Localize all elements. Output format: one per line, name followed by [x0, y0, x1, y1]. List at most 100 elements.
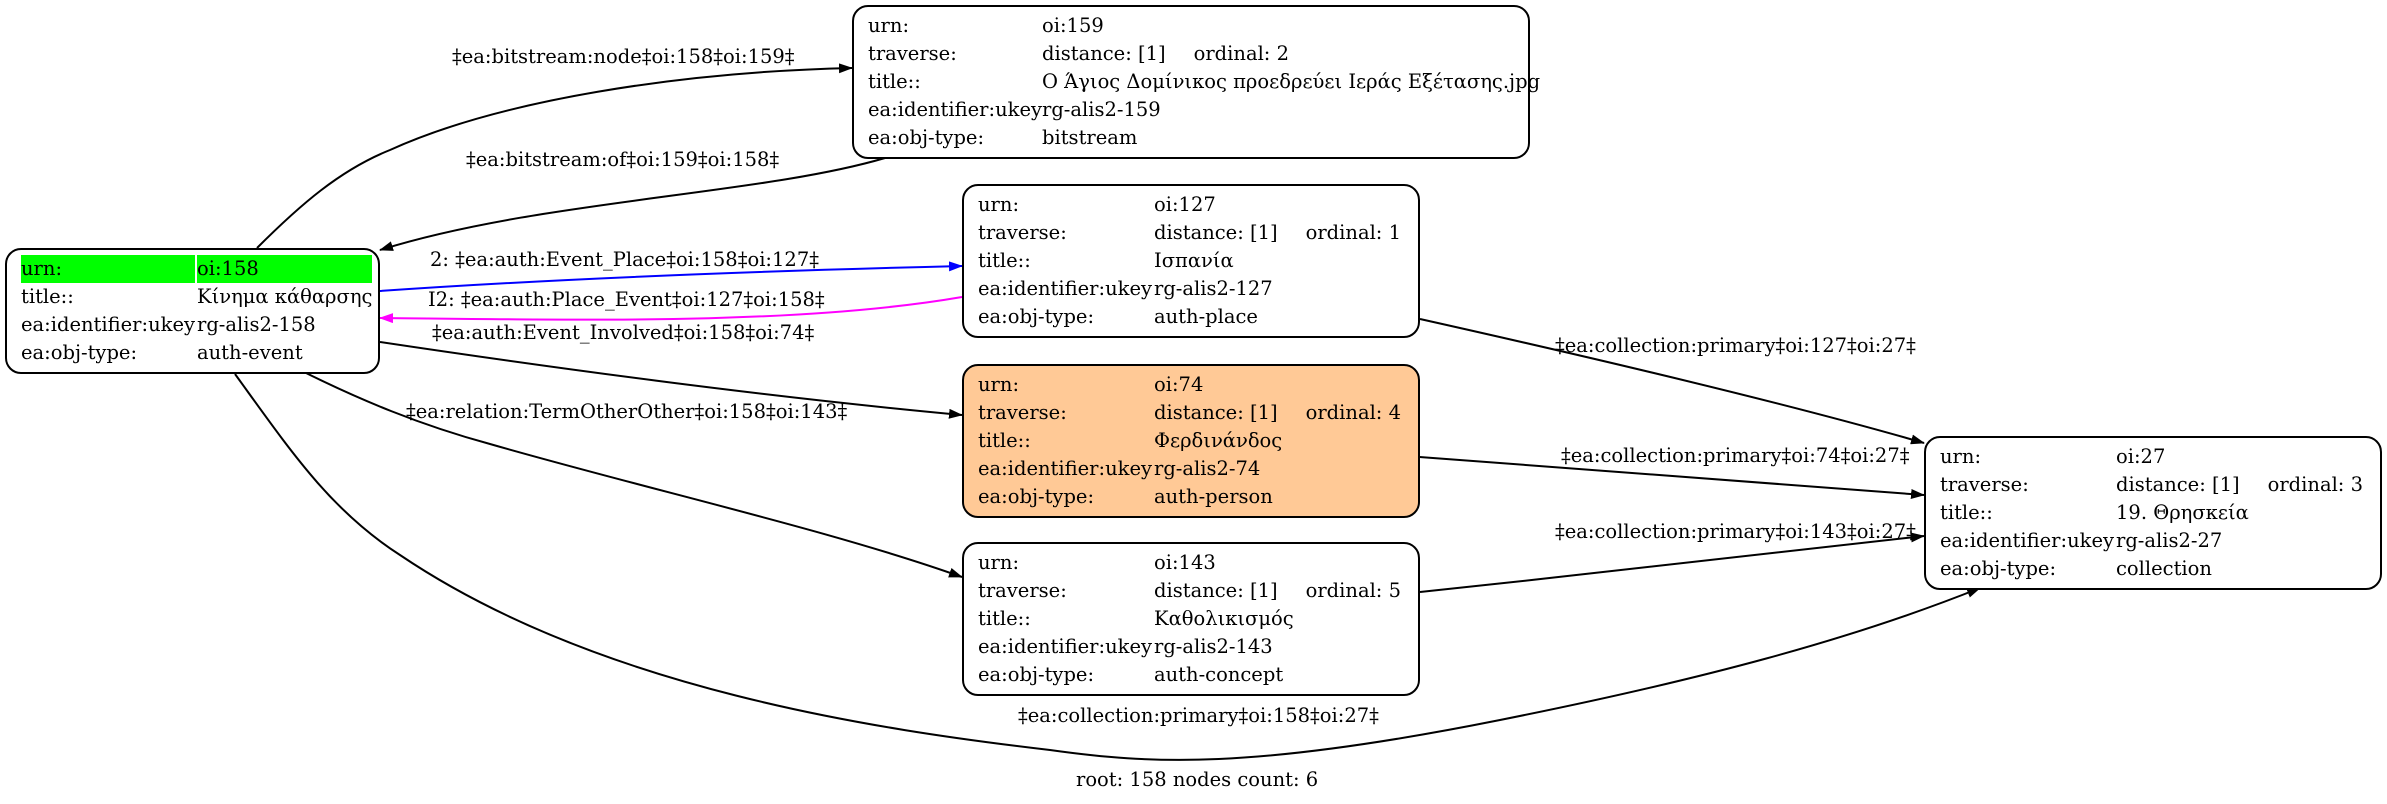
- node-oi-27[interactable]: urn: oi:27 traverse: distance: [1] ordin…: [1924, 436, 2382, 590]
- row-key: ea:identifier:ukey: [978, 457, 1152, 480]
- node-row-obj-type: ea:obj-type: collection: [1940, 555, 2368, 583]
- node-row-urn: urn: oi:74: [978, 371, 1406, 399]
- row-value: auth-place: [1154, 305, 1258, 328]
- node-row-urn: urn: oi:158: [21, 255, 372, 283]
- row-key: ea:obj-type:: [978, 305, 1095, 328]
- edge-bitstream-of: [379, 157, 886, 251]
- row-ordinal: ordinal: 1: [1305, 221, 1401, 244]
- row-value: distance: [1]: [2116, 473, 2240, 496]
- row-value: rg-alis2-159: [1042, 98, 1161, 121]
- row-key: ea:identifier:ukey: [868, 98, 1042, 121]
- row-ordinal: ordinal: 5: [1305, 579, 1401, 602]
- row-key: urn:: [978, 193, 1020, 216]
- node-row-ukey: ea:identifier:ukey rg-alis2-127: [978, 275, 1406, 303]
- row-ordinal: ordinal: 2: [1193, 42, 1289, 65]
- row-key: urn:: [978, 373, 1020, 396]
- row-key: title::: [1940, 501, 1993, 524]
- edge-place-event: [379, 296, 963, 324]
- row-ordinal: ordinal: 3: [2267, 473, 2363, 496]
- node-row-urn: urn: oi:159: [868, 12, 1516, 40]
- row-key: ea:obj-type:: [868, 126, 985, 149]
- edge-label-event-involved: ‡ea:auth:Event_Involved‡oi:158‡oi:74‡: [432, 321, 815, 344]
- row-value: Καθολικισμός: [1154, 607, 1294, 630]
- edge-event-involved: [379, 341, 963, 419]
- node-oi-158[interactable]: urn: oi:158 title:: Κίνημα κάθαρσης ea:i…: [5, 248, 380, 374]
- node-row-traverse: traverse: distance: [1] ordinal: 1: [978, 219, 1406, 247]
- row-value: oi:159: [1042, 14, 1104, 37]
- graph-footer: root: 158 nodes count: 6: [1076, 768, 1319, 791]
- row-key: ea:obj-type:: [978, 485, 1095, 508]
- row-key: urn:: [1940, 445, 1982, 468]
- edge-label-event-place: 2: ‡ea:auth:Event_Place‡oi:158‡oi:127‡: [430, 248, 819, 271]
- node-row-obj-type: ea:obj-type: bitstream: [868, 124, 1516, 152]
- row-value: oi:27: [2116, 445, 2166, 468]
- node-row-ukey: ea:identifier:ukey rg-alis2-74: [978, 455, 1406, 483]
- row-value: distance: [1]: [1042, 42, 1166, 65]
- node-oi-159[interactable]: urn: oi:159 traverse: distance: [1] ordi…: [852, 5, 1540, 159]
- node-oi-143[interactable]: urn: oi:143 traverse: distance: [1] ordi…: [962, 542, 1420, 696]
- row-value: Ο Άγιος Δομίνικος προεδρεύει Ιεράς Εξέτα…: [1042, 70, 1541, 93]
- node-row-traverse: traverse: distance: [1] ordinal: 2: [868, 40, 1516, 68]
- node-row-ukey: ea:identifier:ukey rg-alis2-158: [21, 311, 366, 339]
- row-value: rg-alis2-158: [197, 313, 316, 336]
- row-value: oi:74: [1154, 373, 1204, 396]
- node-oi-74[interactable]: urn: oi:74 traverse: distance: [1] ordin…: [962, 364, 1420, 518]
- node-row-title: title:: Ισπανία: [978, 247, 1406, 275]
- edge-term-other: [299, 369, 963, 578]
- row-key: ea:identifier:ukey: [1940, 529, 2114, 552]
- row-value: rg-alis2-27: [2116, 529, 2223, 552]
- node-row-title: title:: Ο Άγιος Δομίνικος προεδρεύει Ιερ…: [868, 68, 1540, 96]
- row-value: rg-alis2-143: [1154, 635, 1273, 658]
- node-row-obj-type: ea:obj-type: auth-event: [21, 339, 366, 367]
- edge-bitstream-node: [256, 63, 853, 249]
- row-key: traverse:: [868, 42, 957, 65]
- node-row-title: title:: Φερδινάνδος: [978, 427, 1406, 455]
- row-key: ea:identifier:ukey: [978, 277, 1152, 300]
- node-row-ukey: ea:identifier:ukey rg-alis2-143: [978, 633, 1406, 661]
- row-value: Ισπανία: [1154, 249, 1234, 272]
- row-value: oi:158: [197, 255, 372, 283]
- node-row-ukey: ea:identifier:ukey rg-alis2-27: [1940, 527, 2368, 555]
- row-value: Φερδινάνδος: [1154, 429, 1283, 452]
- row-ordinal: ordinal: 4: [1305, 401, 1401, 424]
- row-key: ea:obj-type:: [1940, 557, 2057, 580]
- row-key: title::: [21, 285, 74, 308]
- node-row-title: title:: Καθολικισμός: [978, 605, 1406, 633]
- row-value: Κίνημα κάθαρσης: [197, 285, 373, 308]
- edge-collection-127: [1419, 318, 1925, 445]
- row-key: ea:identifier:ukey: [21, 313, 195, 336]
- node-row-title: title:: Κίνημα κάθαρσης: [21, 283, 372, 311]
- node-row-traverse: traverse: distance: [1] ordinal: 5: [978, 577, 1406, 605]
- node-row-obj-type: ea:obj-type: auth-place: [978, 303, 1406, 331]
- edge-label-collection-143: ‡ea:collection:primary‡oi:143‡oi:27‡: [1555, 520, 1916, 543]
- row-value: distance: [1]: [1154, 579, 1278, 602]
- row-value: auth-person: [1154, 485, 1273, 508]
- node-row-obj-type: ea:obj-type: auth-concept: [978, 661, 1406, 689]
- row-value: distance: [1]: [1154, 401, 1278, 424]
- node-row-urn: urn: oi:27: [1940, 443, 2368, 471]
- row-key: traverse:: [1940, 473, 2029, 496]
- row-value: oi:143: [1154, 551, 1216, 574]
- node-row-obj-type: ea:obj-type: auth-person: [978, 483, 1406, 511]
- edge-collection-158: [234, 373, 1981, 761]
- row-key: traverse:: [978, 579, 1067, 602]
- edge-label-collection-127: ‡ea:collection:primary‡oi:127‡oi:27‡: [1555, 334, 1916, 357]
- node-row-ukey: ea:identifier:ukey rg-alis2-159: [868, 96, 1516, 124]
- row-key: title::: [868, 70, 921, 93]
- edge-collection-143: [1419, 532, 1925, 593]
- row-key: ea:obj-type:: [978, 663, 1095, 686]
- row-value: distance: [1]: [1154, 221, 1278, 244]
- edge-label-term-other: ‡ea:relation:TermOtherOther‡oi:158‡oi:14…: [406, 400, 848, 423]
- row-value: oi:127: [1154, 193, 1216, 216]
- row-key: urn:: [868, 14, 910, 37]
- edge-collection-74: [1419, 456, 1925, 499]
- row-value: collection: [2116, 557, 2212, 580]
- row-key: ea:obj-type:: [21, 341, 138, 364]
- edge-label-collection-74: ‡ea:collection:primary‡oi:74‡oi:27‡: [1561, 444, 1910, 467]
- row-key: traverse:: [978, 221, 1067, 244]
- edge-label-collection-158: ‡ea:collection:primary‡oi:158‡oi:27‡: [1018, 704, 1379, 727]
- node-oi-127[interactable]: urn: oi:127 traverse: distance: [1] ordi…: [962, 184, 1420, 338]
- node-row-title: title:: 19. Θρησκεία: [1940, 499, 2368, 527]
- row-value: auth-event: [197, 341, 303, 364]
